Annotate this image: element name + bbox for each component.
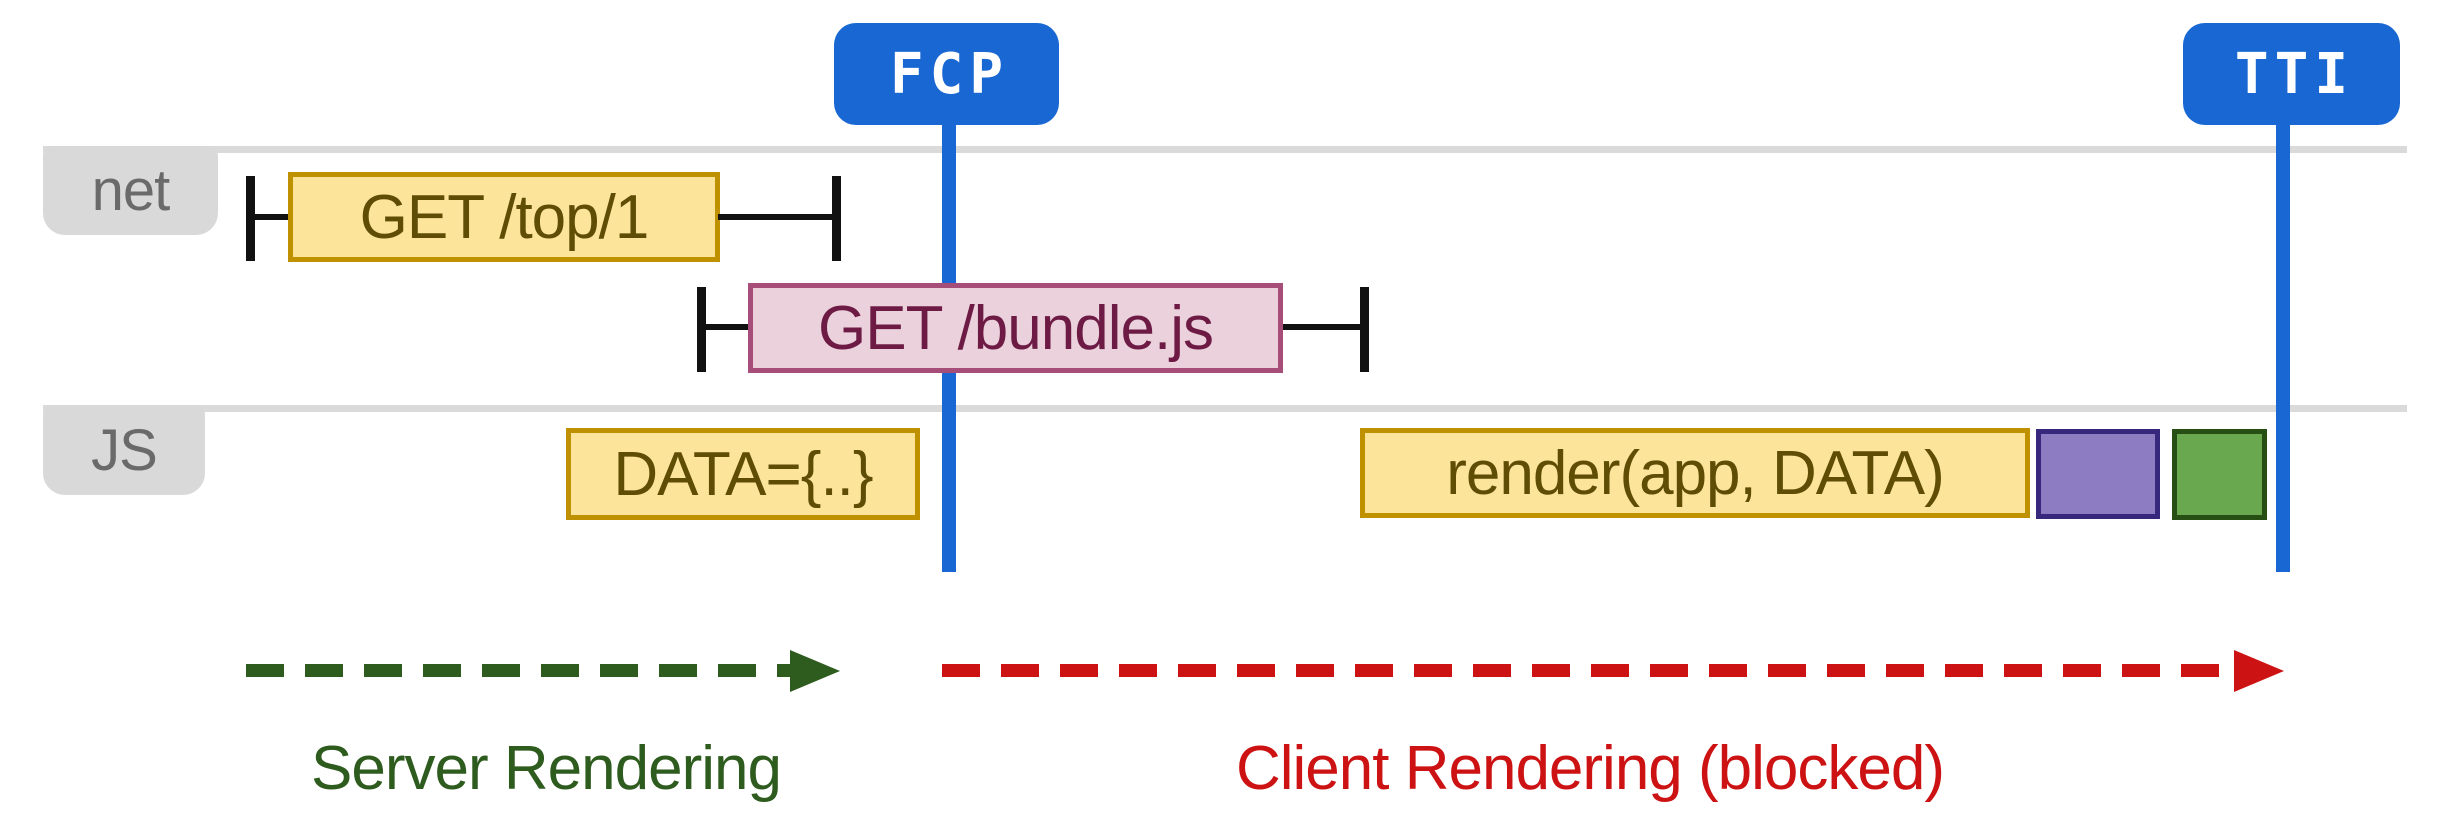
tti-marker-badge: TTI (2183, 23, 2400, 125)
net-lane-label-text: net (91, 158, 171, 223)
get-top-end-connector (718, 214, 836, 220)
get-bundle-end-connector (1281, 324, 1365, 330)
get-top-start-connector (252, 214, 292, 220)
tti-marker-line (2276, 118, 2290, 572)
get-top-end-tick (832, 176, 841, 261)
server-rendering-label-text: Server Rendering (311, 734, 782, 803)
fcp-marker-badge: FCP (834, 23, 1059, 125)
client-rendering-arrow-line (942, 664, 2236, 677)
render-task-box: render(app, DATA) (1360, 428, 2030, 518)
data-task-box: DATA={..} (566, 428, 920, 520)
get-bundle-request-box: GET /bundle.js (748, 283, 1283, 373)
get-bundle-end-tick (1360, 287, 1369, 372)
get-top-request-label: GET /top/1 (359, 182, 650, 252)
get-bundle-start-connector (703, 324, 751, 330)
tti-marker-label: TTI (2234, 41, 2355, 107)
client-rendering-label: Client Rendering (blocked) (1090, 733, 2090, 804)
js-lane-label-text: JS (91, 417, 158, 483)
get-top-request-box: GET /top/1 (288, 172, 720, 262)
js-lane-label: JS (43, 405, 205, 495)
server-rendering-label: Server Rendering (246, 733, 846, 804)
js-lane-line (43, 405, 2407, 412)
render-task-label: render(app, DATA) (1446, 438, 1945, 508)
server-rendering-arrow-head (790, 650, 840, 692)
get-bundle-request-label: GET /bundle.js (818, 293, 1214, 363)
green-task-chunk (2172, 429, 2267, 520)
server-rendering-arrow-line (246, 664, 791, 677)
client-rendering-arrow-head (2234, 650, 2284, 692)
net-lane-line (43, 146, 2407, 153)
net-lane-label: net (43, 146, 218, 235)
data-task-label: DATA={..} (613, 439, 873, 509)
purple-task-chunk (2036, 429, 2160, 519)
get-bundle-start-tick (697, 287, 706, 372)
client-rendering-label-text: Client Rendering (blocked) (1235, 734, 1945, 803)
get-top-start-tick (246, 176, 255, 261)
fcp-marker-label: FCP (889, 41, 1010, 107)
